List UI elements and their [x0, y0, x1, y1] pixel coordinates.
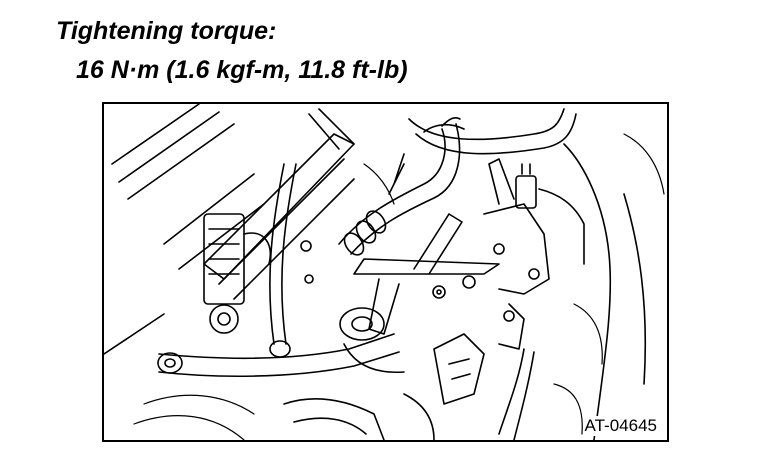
lower-components: [283, 307, 485, 440]
bracket-right: [483, 158, 550, 440]
hose-lower: [157, 333, 400, 378]
clamps: [300, 210, 387, 284]
frame-rail: [203, 108, 355, 300]
hatch-lines: [104, 104, 265, 355]
bracket-arm: [353, 213, 500, 335]
figure-id: AT-04645: [582, 416, 659, 436]
line-drawing: [104, 104, 665, 440]
pipe-left: [269, 163, 297, 358]
contours: [133, 133, 665, 440]
left-block: [203, 213, 271, 334]
hose-top-right: [388, 108, 577, 195]
torque-value: 16 N·m (1.6 kgf-m, 11.8 ft-lb): [76, 56, 408, 84]
connector-right: [515, 143, 647, 440]
torque-label: Tightening torque:: [56, 17, 277, 45]
engine-bay-illustration: AT-04645: [102, 102, 669, 442]
